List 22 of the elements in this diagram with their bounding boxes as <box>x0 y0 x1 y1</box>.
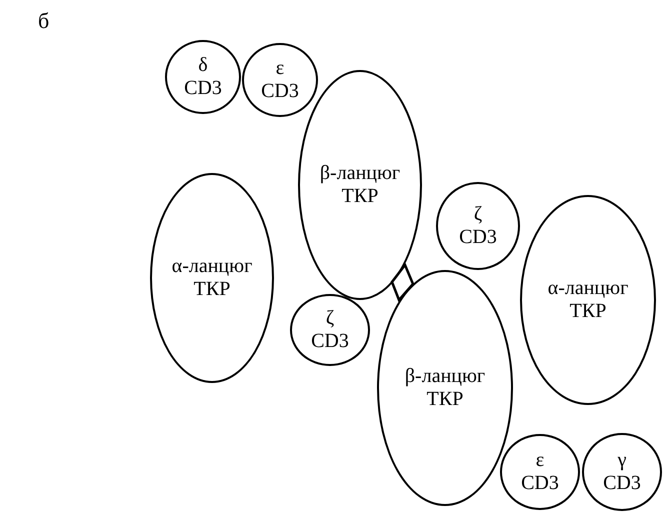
panel-letter: б <box>38 8 50 34</box>
chain-label: ζ CD3 <box>310 307 350 353</box>
chain-label: β-ланцюг ТКР <box>318 162 402 208</box>
chain-label: α-ланцюг ТКР <box>546 277 630 323</box>
chain-label: ζ CD3 <box>458 203 498 249</box>
chain-label: ε CD3 <box>260 57 300 103</box>
chain-label: α-ланцюг ТКР <box>170 255 254 301</box>
protein-ellipse <box>377 270 513 506</box>
protein-ellipse <box>500 434 580 510</box>
protein-ellipse <box>290 294 370 366</box>
protein-ellipse <box>298 70 422 300</box>
protein-ellipse <box>582 433 662 511</box>
protein-ellipse <box>150 173 274 383</box>
chain-label: ε CD3 <box>520 449 560 495</box>
bridge-line <box>390 262 414 302</box>
chain-label: γ CD3 <box>602 449 642 495</box>
protein-ellipse <box>520 195 656 405</box>
protein-ellipse <box>436 182 520 270</box>
protein-ellipse <box>242 43 318 117</box>
chain-label: δ CD3 <box>183 54 223 100</box>
chain-label: β-ланцюг ТКР <box>404 365 486 411</box>
protein-ellipse <box>165 40 241 114</box>
